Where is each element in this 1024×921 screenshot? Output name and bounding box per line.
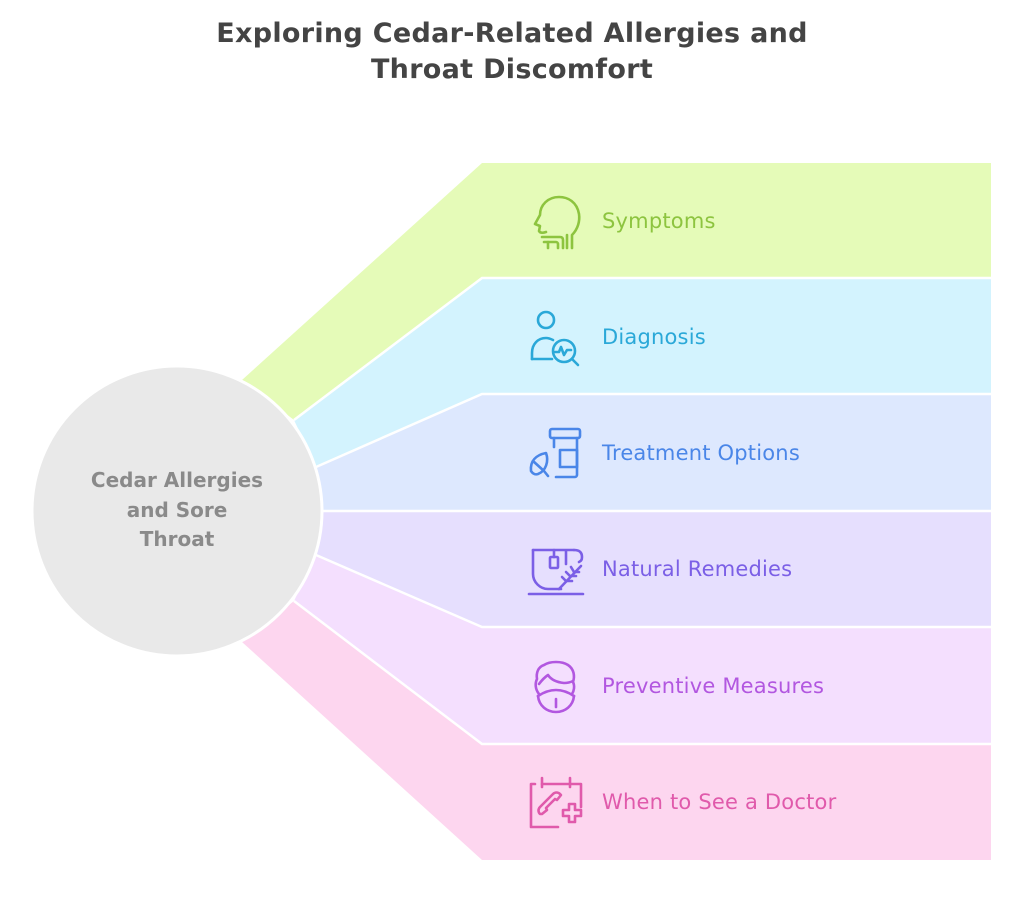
pill-bottle-leaf-icon [526, 423, 586, 483]
item-label: Treatment Options [602, 441, 800, 465]
item-treatment-options[interactable]: Treatment Options [482, 396, 991, 510]
diagram-title: Exploring Cedar-Related Allergies and Th… [0, 16, 1024, 88]
center-topic-line-2: and Sore [126, 497, 228, 522]
band-preventive [294, 555, 991, 744]
item-symptoms[interactable]: Symptoms [482, 164, 991, 278]
item-diagnosis[interactable]: Diagnosis [482, 280, 991, 394]
calendar-phone-medical-icon [526, 772, 586, 832]
herbal-tea-cup-icon [526, 539, 586, 599]
item-label: Symptoms [602, 209, 716, 233]
head-throat-icon [526, 191, 586, 251]
center-topic: Cedar Allergies and Sore Throat [62, 466, 292, 555]
face-mask-person-icon [526, 656, 586, 716]
center-topic-line-1: Cedar Allergies [90, 468, 264, 492]
item-preventive-measures[interactable]: Preventive Measures [482, 629, 991, 743]
band-doctor [242, 601, 991, 860]
person-magnifier-pulse-icon [526, 307, 586, 367]
title-line-1: Exploring Cedar-Related Allergies and [216, 18, 808, 49]
item-label: Natural Remedies [602, 557, 793, 581]
item-when-to-see-doctor[interactable]: When to See a Doctor [482, 745, 991, 859]
band-natural-remedies [316, 511, 991, 627]
band-diagnosis [294, 278, 991, 467]
item-label: Preventive Measures [602, 674, 825, 698]
band-separators [293, 276, 991, 746]
item-natural-remedies[interactable]: Natural Remedies [482, 512, 991, 626]
item-label: When to See a Doctor [602, 790, 837, 814]
band-treatment [316, 394, 991, 511]
item-label: Diagnosis [602, 325, 706, 349]
title-line-2: Throat Discomfort [370, 54, 654, 85]
center-topic-line-3: Throat [139, 527, 215, 551]
center-circle [30, 364, 324, 658]
band-symptoms [242, 163, 991, 420]
